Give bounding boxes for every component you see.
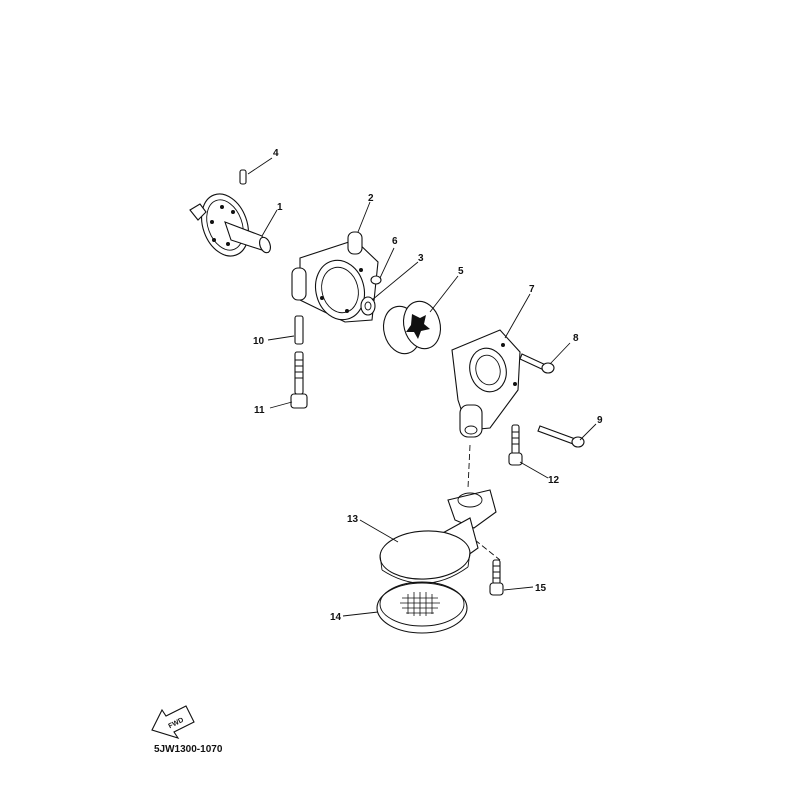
callout-10: 10	[253, 336, 265, 347]
callout-4: 4	[273, 148, 279, 159]
part-8-bolt[interactable]	[519, 353, 555, 374]
callout-15: 15	[535, 583, 547, 594]
callout-7: 7	[529, 284, 535, 295]
callout-6: 6	[392, 236, 398, 247]
leader-lines	[247, 157, 597, 617]
callout-8: 8	[573, 333, 579, 344]
part-5-rotor[interactable]	[378, 297, 445, 358]
callout-1: 1	[277, 202, 283, 213]
part-4-pin[interactable]	[239, 169, 247, 185]
part-13-oil-strainer[interactable]	[379, 489, 497, 584]
callout-13: 13	[347, 514, 359, 525]
part-12-bolt[interactable]	[508, 424, 523, 466]
part-14-strainer-screen[interactable]	[376, 581, 468, 634]
callout-9: 9	[597, 415, 603, 426]
callout-5: 5	[458, 266, 464, 277]
callout-12: 12	[548, 475, 560, 486]
part-1-drive-gear-shaft[interactable]	[189, 187, 272, 262]
callout-11: 11	[254, 405, 265, 416]
part-3-washer[interactable]	[360, 296, 376, 316]
part-2-pump-housing[interactable]	[291, 231, 379, 325]
part-10-dowel[interactable]	[294, 315, 304, 345]
part-15-bolt[interactable]	[489, 559, 504, 596]
callout-2: 2	[368, 193, 374, 204]
part-9-bolt[interactable]	[537, 425, 585, 448]
part-11-bolt[interactable]	[290, 351, 308, 409]
part-7-pump-cover[interactable]	[451, 329, 521, 438]
forward-direction-arrow-icon: FWD	[151, 705, 195, 739]
diagram-code: 5JW1300-1070	[154, 744, 223, 755]
part-6-dowel-pin[interactable]	[370, 275, 382, 285]
callout-14: 14	[330, 612, 342, 623]
callout-3: 3	[418, 253, 424, 264]
